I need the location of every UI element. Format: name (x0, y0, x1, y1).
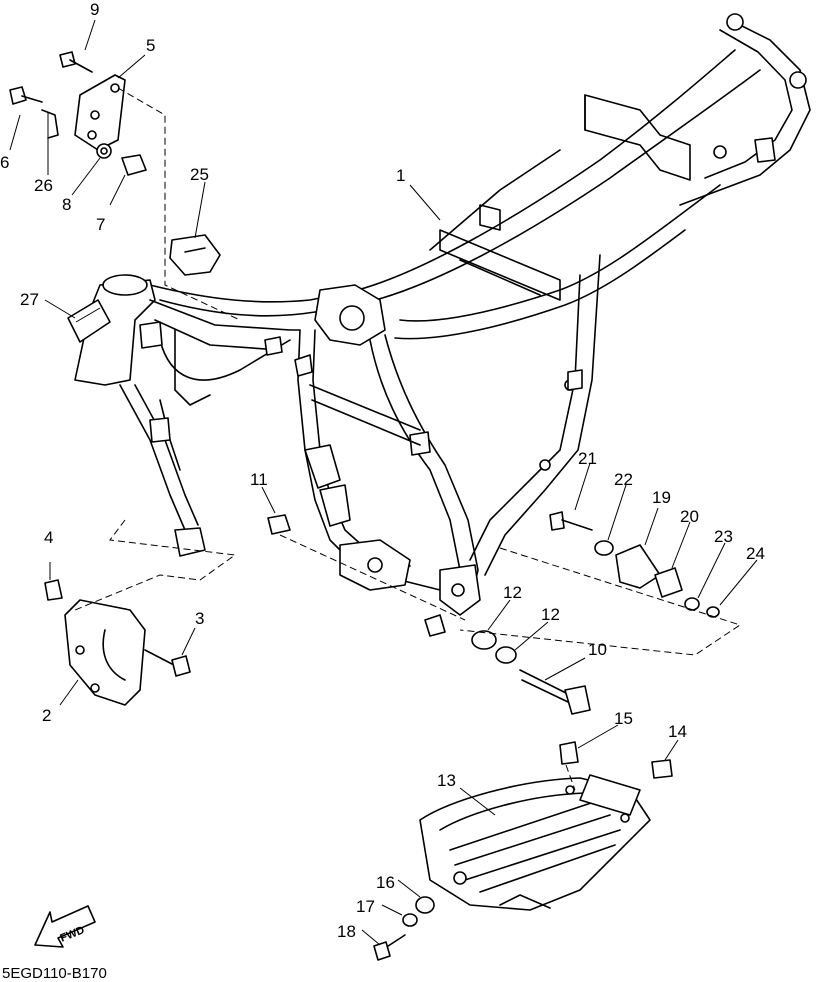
forward-direction-arrow: FWD (34, 905, 96, 948)
engine-bracket (44, 579, 191, 706)
callout-16: 16 (376, 873, 395, 892)
bracket-assembly (9, 51, 147, 176)
callout-1: 1 (396, 166, 405, 185)
nut-11 (267, 514, 291, 535)
skid-plate (373, 741, 673, 961)
callout-4: 4 (44, 528, 53, 547)
leader-lines (9, 19, 758, 946)
callout-13: 13 (437, 771, 456, 790)
callout-9: 9 (90, 0, 99, 19)
callout-25: 25 (190, 165, 209, 184)
callout-20: 20 (680, 507, 699, 526)
callout-18: 18 (337, 922, 356, 941)
clamp (169, 234, 221, 276)
callout-15: 15 (614, 709, 633, 728)
callout-21: 21 (578, 449, 597, 468)
callout-24: 24 (746, 544, 765, 563)
callout-2: 2 (42, 706, 51, 725)
callout-12b: 12 (541, 605, 560, 624)
callout-26: 26 (34, 176, 53, 195)
diagram-code: 5EGD110-B170 (2, 965, 107, 982)
callout-5: 5 (146, 36, 155, 55)
callout-19: 19 (652, 488, 671, 507)
callout-7: 7 (96, 215, 105, 234)
callout-10: 10 (588, 640, 607, 659)
mount-set (549, 511, 720, 618)
callout-27: 27 (20, 290, 39, 309)
callout-12a: 12 (503, 583, 522, 602)
callout-11: 11 (250, 470, 268, 489)
label-plate (67, 299, 111, 343)
callout-14: 14 (668, 722, 687, 741)
pivot-set (471, 630, 591, 715)
callout-23: 23 (714, 527, 733, 546)
callout-22: 22 (614, 470, 633, 489)
assembly-lines (74, 87, 742, 791)
callout-8: 8 (62, 195, 71, 214)
callout-6: 6 (0, 153, 9, 172)
main-frame (74, 13, 811, 637)
callout-3: 3 (195, 609, 204, 628)
callouts: 1 2 3 4 5 6 7 8 9 10 11 12 12 13 14 15 1… (0, 0, 765, 941)
callout-17: 17 (356, 897, 375, 916)
